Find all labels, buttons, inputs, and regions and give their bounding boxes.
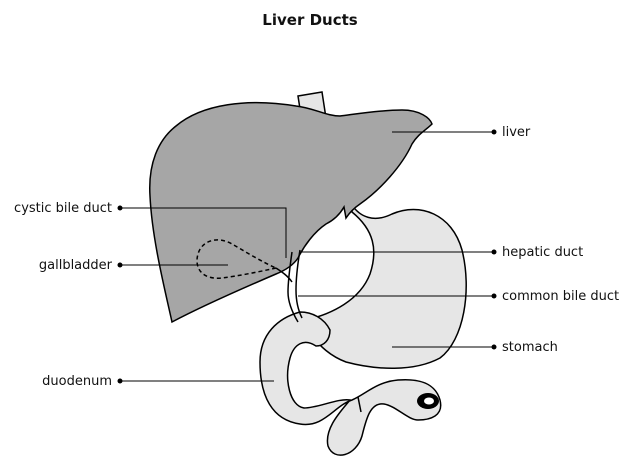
- stomach-shape: [306, 205, 466, 368]
- label-stomach: stomach: [502, 340, 558, 355]
- dot-common-bile-duct: [492, 294, 497, 299]
- dot-gallbladder: [118, 263, 123, 268]
- intestine-opening-inner: [424, 398, 434, 405]
- dot-cystic-bile-duct: [118, 206, 123, 211]
- label-gallbladder: gallbladder: [39, 258, 113, 273]
- dot-stomach: [492, 345, 497, 350]
- diagram-title: Liver Ducts: [262, 11, 357, 29]
- label-cystic-bile-duct: cystic bile duct: [14, 201, 112, 216]
- label-duodenum: duodenum: [42, 374, 112, 389]
- label-hepatic-duct: hepatic duct: [502, 245, 583, 260]
- dot-duodenum: [118, 379, 123, 384]
- dot-hepatic-duct: [492, 250, 497, 255]
- label-common-bile-duct: common bile duct: [502, 289, 619, 304]
- dot-liver: [492, 130, 497, 135]
- label-liver: liver: [502, 125, 531, 140]
